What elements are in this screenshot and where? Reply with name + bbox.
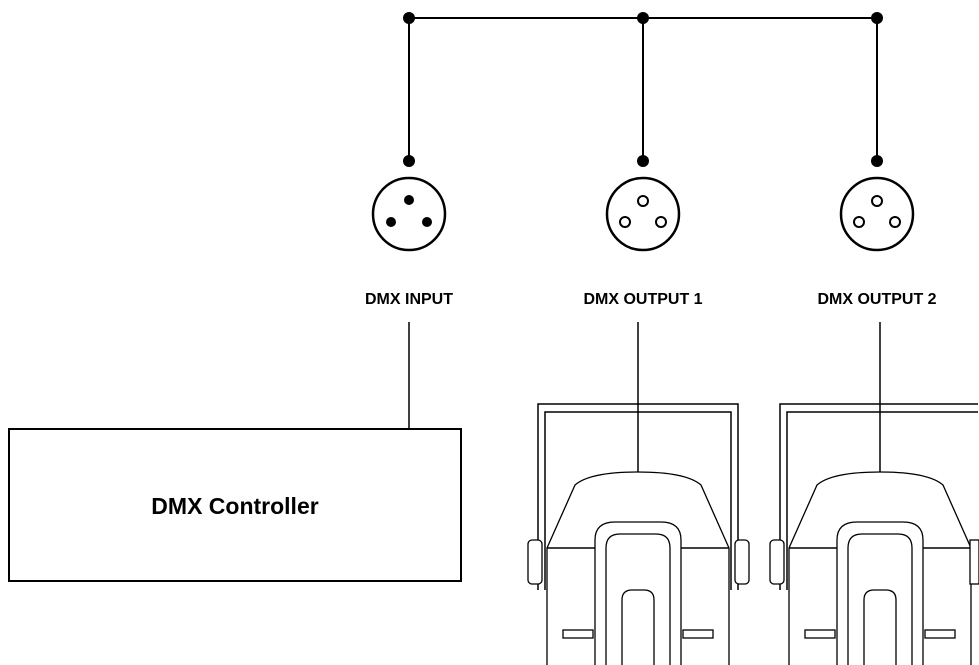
dmx-output2-label: DMX OUTPUT 2	[817, 291, 936, 308]
dmx-output1-connector-icon	[605, 176, 681, 252]
dmx-input-label: DMX INPUT	[365, 291, 453, 308]
fixture-1-icon	[527, 403, 750, 665]
dmx-controller: DMX Controller	[8, 428, 462, 582]
dmx-controller-label: DMX Controller	[151, 493, 318, 519]
dmx-output2-connector-icon	[839, 176, 915, 252]
dmx-input-connector-icon	[371, 176, 447, 252]
dmx-output1-label: DMX OUTPUT 1	[583, 291, 702, 308]
fixture-2-icon	[769, 403, 979, 665]
cables	[408, 322, 881, 472]
bus-line	[403, 12, 883, 167]
